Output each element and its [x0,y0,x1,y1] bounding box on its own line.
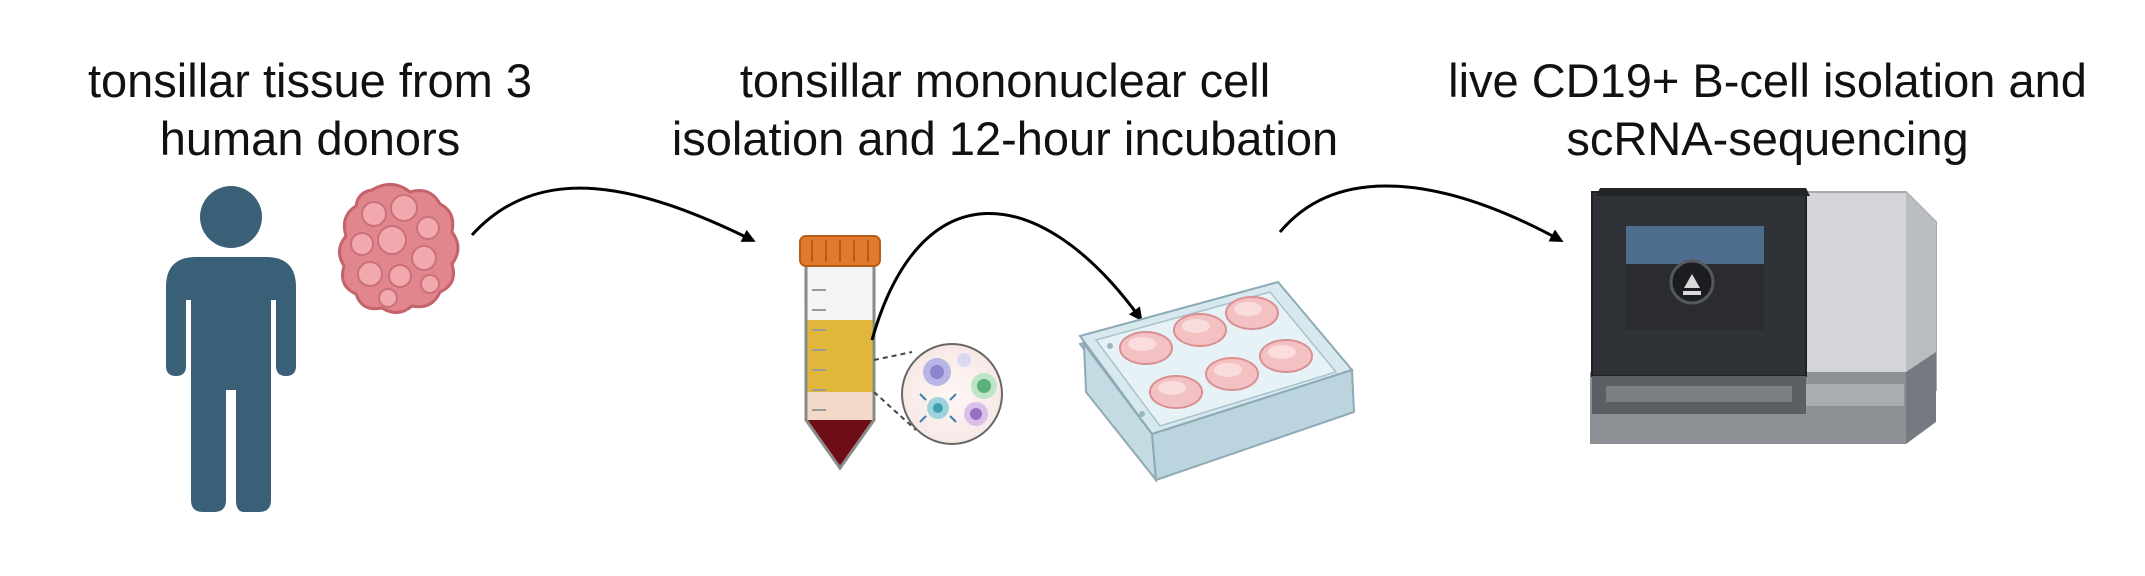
arrow-1 [470,186,756,242]
step-2-title-line-2: isolation and 12-hour incubation [671,112,1339,165]
sequencer-icon [1590,188,1937,444]
tissue-icon [338,183,460,314]
cells-zoom-icon [873,343,1003,445]
arrow-3 [1278,184,1564,242]
step-2-title: tonsillar mononuclear cell isolation and… [620,52,1390,168]
step-3-title-line-2: scRNA-sequencing [1566,112,1969,165]
step-1-title: tonsillar tissue from 3 human donors [40,52,580,168]
step-1-title-line-2: human donors [159,112,461,165]
step-1-title-line-1: tonsillar tissue from 3 [87,54,533,107]
step-3-title-line-1: live CD19+ B-cell isolation and [1448,54,2087,107]
person-icon [166,186,296,512]
well-plate-icon [1078,280,1356,484]
step-3-title: live CD19+ B-cell isolation and scRNA-se… [1400,52,2135,168]
arrow-2 [870,212,1143,341]
step-2-title-line-1: tonsillar mononuclear cell [739,54,1271,107]
centrifuge-tube-icon [799,235,881,471]
